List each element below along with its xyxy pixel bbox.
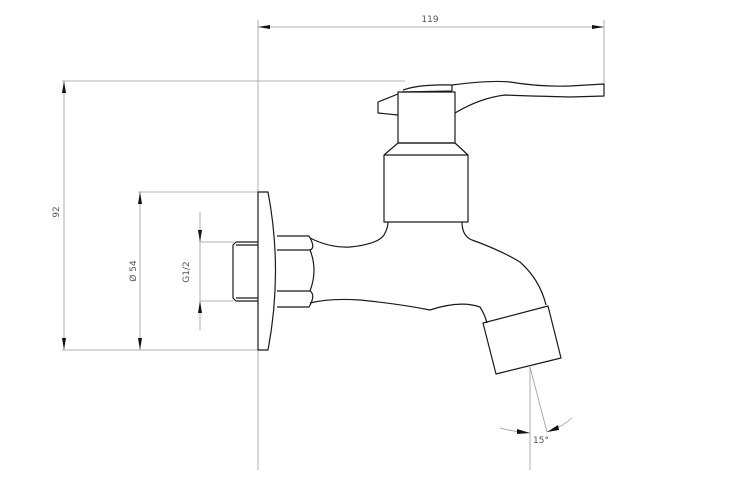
body-bottom-curve (309, 298, 488, 324)
body-top-curve (309, 221, 389, 248)
dimension-lines (62, 20, 605, 470)
valve-housing (383, 154, 469, 223)
wall-flange (257, 191, 277, 351)
arrow-icon (138, 192, 142, 204)
length-label: 119 (421, 15, 438, 25)
arrow-icon (592, 25, 604, 29)
arrow-icon (258, 25, 270, 29)
height-label: 92 (52, 206, 62, 217)
housing-chamfer (383, 142, 469, 156)
flange-diameter-label: Ø 54 (128, 260, 139, 282)
lever-tab (377, 93, 399, 116)
outlet-axis-angled (529, 366, 548, 433)
arrow-icon (62, 338, 66, 350)
thread-pipe (232, 241, 258, 302)
hex-nut (277, 235, 315, 308)
lever-handle[interactable] (401, 80, 605, 114)
thread-label: G1/2 (182, 261, 192, 282)
tap-outline (232, 80, 605, 375)
spout-top-curve (461, 221, 547, 306)
valve-head (397, 91, 456, 144)
arrow-icon (62, 81, 66, 93)
aerator (482, 305, 562, 375)
arrow-icon (547, 425, 559, 432)
arrow-icon (198, 230, 202, 242)
arrow-icon (198, 301, 202, 313)
arrow-icon (138, 338, 142, 350)
angle-label: 15° (533, 436, 549, 446)
arrow-icon (517, 429, 530, 434)
